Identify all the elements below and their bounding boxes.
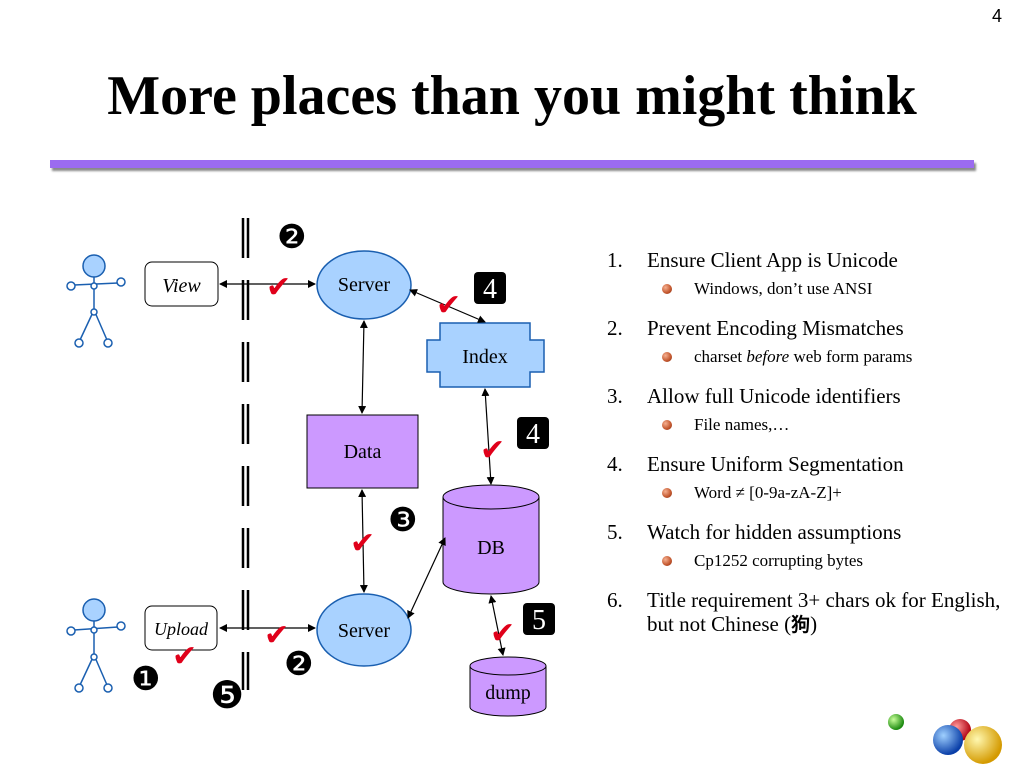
check-icon: ✔ bbox=[350, 526, 375, 561]
dump-label: dump bbox=[485, 682, 531, 704]
slide-number: 4 bbox=[991, 6, 1002, 26]
server-top-label: Server bbox=[338, 274, 391, 296]
bullet-icon bbox=[662, 352, 672, 362]
upload-label: Upload bbox=[154, 619, 209, 639]
marker-2-top: ❷ bbox=[277, 217, 307, 256]
db-dump-link bbox=[488, 595, 506, 656]
title-rule bbox=[50, 160, 974, 168]
list-item: 4. Ensure Uniform Segmentation bbox=[607, 452, 904, 476]
view-box: View bbox=[144, 261, 219, 307]
list-item: 1. Ensure Client App is Unicode bbox=[607, 248, 898, 272]
connectors bbox=[219, 280, 506, 656]
server-bottom-label: Server bbox=[338, 620, 391, 642]
data-node: Data bbox=[306, 414, 419, 489]
list-item: 6. Title requirement 3+ chars ok for Eng… bbox=[607, 588, 1001, 636]
upload-box: Upload bbox=[144, 605, 218, 651]
marker-4-top: 4 bbox=[474, 272, 506, 305]
bullet-icon bbox=[662, 488, 672, 498]
list-subitem: charset before web form params bbox=[604, 346, 1009, 368]
check-icon: ✔ bbox=[264, 618, 289, 653]
server-data-link bbox=[358, 320, 368, 414]
marker-2-bottom: ❷ bbox=[284, 644, 314, 683]
data-server-link bbox=[358, 489, 368, 593]
server-db-link bbox=[407, 537, 446, 619]
svg-text:4: 4 bbox=[526, 419, 540, 450]
list-item: 5. Watch for hidden assumptions bbox=[607, 520, 902, 544]
marker-5-bottom: ❺ bbox=[210, 673, 244, 717]
server-bottom-node: Server bbox=[316, 593, 412, 667]
bullet-icon bbox=[662, 556, 672, 566]
view-label: View bbox=[162, 275, 201, 297]
list-subitem: Word ≠ [0-9a-zA-Z]+ bbox=[604, 482, 1009, 504]
list-item: 2. Prevent Encoding Mismatches bbox=[607, 316, 904, 340]
bullet-icon bbox=[662, 284, 672, 294]
check-icon: ✔ bbox=[490, 616, 515, 651]
marker-1: ❶ bbox=[131, 659, 161, 698]
check-icon: ✔ bbox=[436, 288, 461, 323]
index-node: Index bbox=[426, 322, 545, 388]
marker-5-top: 5 bbox=[523, 603, 555, 636]
bullet-icon bbox=[662, 420, 672, 430]
server-top-node: Server bbox=[316, 250, 412, 320]
db-label: DB bbox=[477, 537, 505, 559]
decorative-balls-icon bbox=[888, 714, 1002, 764]
dump-node: dump bbox=[469, 656, 547, 717]
check-icon: ✔ bbox=[266, 270, 291, 305]
list-subitem: File names,… bbox=[604, 414, 1009, 436]
marker-4-mid: 4 bbox=[517, 417, 549, 450]
user-figure-top bbox=[66, 254, 126, 348]
svg-text:4: 4 bbox=[483, 274, 497, 305]
check-icon: ✔ bbox=[480, 433, 505, 468]
list-subitem: Windows, don’t use ANSI bbox=[604, 278, 1009, 300]
requirements-list: 1. Ensure Client App is Unicode Windows,… bbox=[604, 248, 1009, 643]
data-label: Data bbox=[344, 441, 382, 463]
list-subitem: Cp1252 corrupting bytes bbox=[604, 550, 1009, 572]
user-figure-bottom bbox=[66, 598, 126, 693]
marker-3: ❸ bbox=[388, 500, 418, 539]
network-boundary bbox=[241, 218, 250, 690]
index-db-link bbox=[481, 388, 495, 485]
db-node: DB bbox=[442, 484, 540, 595]
check-icon: ✔ bbox=[172, 639, 197, 674]
svg-text:5: 5 bbox=[532, 605, 546, 636]
list-item: 3. Allow full Unicode identifiers bbox=[607, 384, 901, 408]
slide-title: More places than you might think bbox=[107, 65, 917, 127]
index-label: Index bbox=[462, 346, 508, 368]
server-index-link bbox=[409, 289, 486, 323]
